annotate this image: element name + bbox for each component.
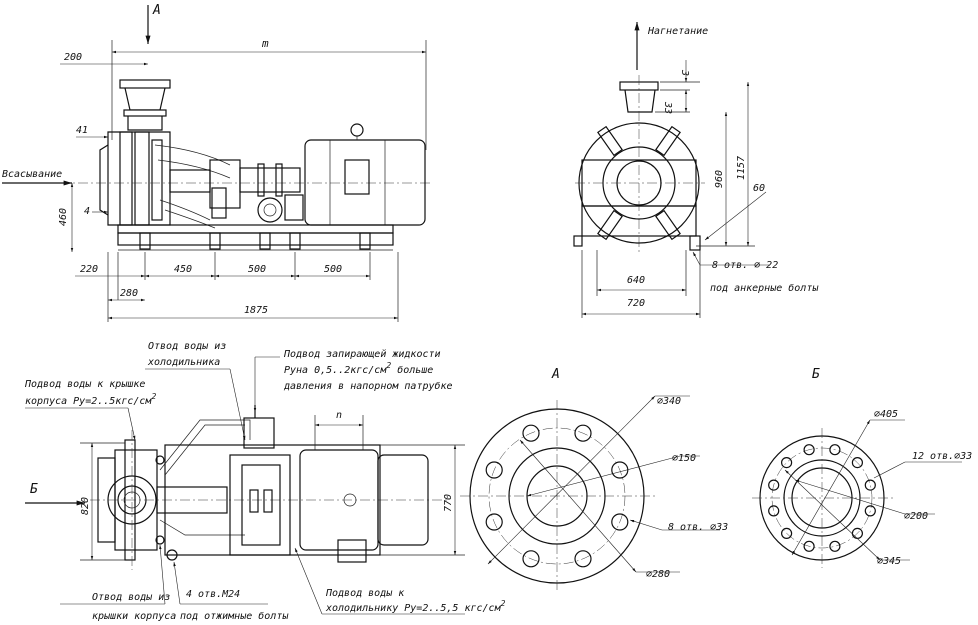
view-b-label: Б	[30, 482, 38, 497]
note-seal-fluid-3: давления в напорном патрубке	[283, 380, 453, 392]
cooler	[257, 197, 283, 223]
dim-4: 4	[84, 206, 90, 217]
view-a-label: А	[152, 3, 161, 18]
bolt-hole	[768, 505, 780, 517]
flange-a-title: А	[551, 367, 560, 382]
flange-a-dia-outer: ∅340	[657, 396, 681, 407]
dim-60: 60	[753, 183, 765, 194]
dim-500-b: 500	[324, 264, 342, 275]
dim-960: 960	[714, 170, 725, 188]
dim-1157: 1157	[736, 156, 747, 180]
note-cover-supply-1: Подвод воды к крышке	[24, 379, 145, 390]
note-cooler-supply-2: холодильнику Pу=2..5,5 кгс/см2	[325, 599, 506, 614]
flange-b-dia-bore: ∅200	[904, 511, 928, 522]
dim-770: 770	[443, 494, 454, 512]
bolt-hole	[768, 479, 780, 491]
flange-a-dia-bolt-circle: ∅280	[646, 569, 670, 580]
dim-450: 450	[174, 264, 192, 275]
note-jack-bolts: под отжимные болты	[180, 610, 289, 622]
note-cooler-supply-1: Подвод воды к	[325, 588, 405, 599]
dim-3: 3	[679, 69, 690, 76]
note-cover-outlet-2: крышки корпуса	[92, 611, 176, 622]
note-cover-supply-2: корпуса Pу=2..5кгс/см2	[25, 392, 156, 407]
suction-label: Всасывание	[2, 169, 62, 180]
base-frame	[117, 224, 394, 234]
dim-200: 200	[64, 52, 82, 63]
note-seal-fluid-2: Pуна 0,5..2кгс/см2 больше	[284, 361, 433, 376]
coupling	[239, 167, 301, 193]
dim-41: 41	[76, 125, 88, 136]
coupling-guard	[229, 454, 291, 556]
dim-720: 720	[627, 298, 645, 309]
flange-b-holes-note: 12 отв.∅33	[912, 451, 972, 462]
bolt-hole	[829, 540, 841, 552]
note-cover-outlet-1: Отвод воды из	[92, 592, 170, 603]
flange-b-title: Б	[812, 367, 820, 382]
front-view: А m 200 41 Всасывание 460 4	[2, 3, 430, 322]
flange-a-view: А ∅340 ∅150 8 отв. ∅33 ∅280	[460, 367, 728, 593]
dim-m: m	[261, 37, 269, 50]
plan-view: Б Отвод воды из холодильника Подвод запи…	[24, 341, 506, 622]
dim-n: n	[336, 410, 342, 421]
side-view: Нагнетание 3 33 960 1157	[573, 22, 819, 318]
discharge-label: Нагнетание	[647, 26, 708, 37]
dim-820: 820	[80, 497, 91, 515]
lifting-eye	[350, 123, 364, 137]
note-cooler-outlet-2: холодильника	[147, 357, 220, 368]
jack-bolt-hole	[166, 549, 178, 561]
bolt-hole	[780, 457, 793, 469]
note-seal-fluid-1: Подвод запирающей жидкости	[283, 348, 441, 360]
flange-a-dia-bore: ∅150	[672, 453, 696, 464]
flange-b-dia-bolt-circle: ∅345	[877, 556, 901, 567]
dim-280: 280	[120, 288, 138, 299]
bolt-hole	[864, 479, 876, 491]
dim-220: 220	[80, 264, 98, 275]
flange-a-holes-note: 8 отв. ∅33	[668, 522, 728, 533]
anchor-holes-note: 8 отв. ∅ 22	[712, 260, 778, 271]
dim-640: 640	[627, 275, 645, 286]
flange-b-dia-outer: ∅405	[874, 409, 898, 420]
discharge-flange	[119, 79, 171, 89]
note-jack-holes: 4 отв.М24	[186, 589, 240, 600]
motor	[304, 139, 426, 226]
terminal-box	[344, 159, 370, 195]
note-cooler-outlet-1: Отвод воды из	[148, 341, 226, 352]
dim-33: 33	[662, 101, 673, 114]
dim-500-a: 500	[248, 264, 266, 275]
anchor-bolts-note: под анкерные болты	[710, 282, 819, 294]
dim-460: 460	[58, 208, 69, 226]
flange-b-view: Б ∅405 12 отв.∅33 ∅200 ∅345	[752, 367, 972, 568]
dim-1875: 1875	[244, 305, 268, 316]
